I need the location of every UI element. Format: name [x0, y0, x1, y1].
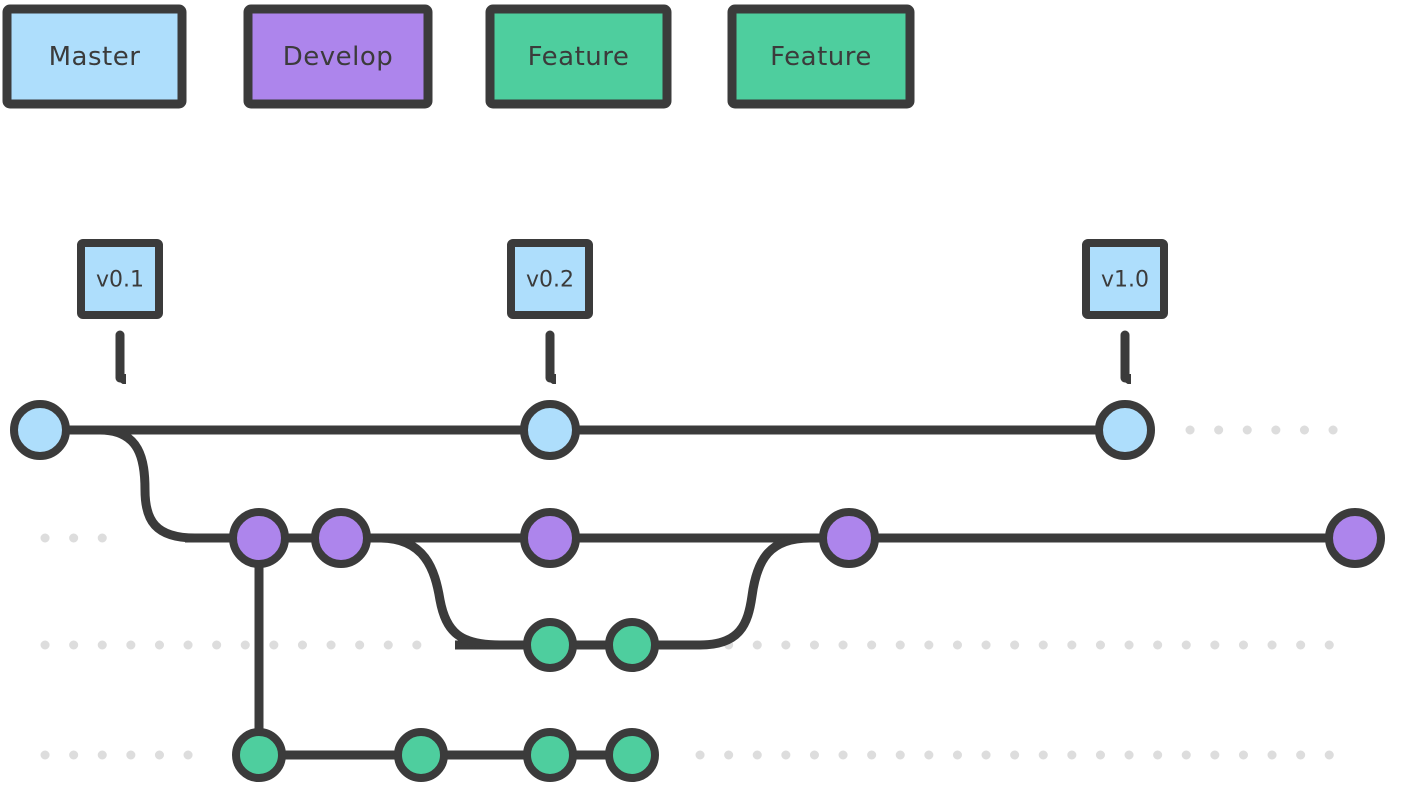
commit-node-feature-upper-2[interactable]	[605, 618, 659, 672]
commit-node-feature-lower-1[interactable]	[232, 728, 286, 782]
tag-label-v10: v1.0	[1101, 268, 1149, 293]
branch-connectors	[61, 425, 831, 737]
commit-node-feature-lower-4[interactable]	[605, 728, 659, 782]
legend-label-develop: Develop	[283, 42, 394, 72]
connector-feature-upper-to-develop	[650, 533, 831, 650]
legend-label-feature-2: Feature	[770, 42, 872, 72]
commit-node-feature-upper-1[interactable]	[523, 618, 577, 672]
legend-swatch-feature-2	[727, 4, 915, 109]
tag-box-v01	[77, 239, 163, 319]
commit-nodes	[10, 400, 1385, 782]
commit-node-feature-lower-2[interactable]	[394, 728, 448, 782]
legend-item-feature-1: Feature	[485, 4, 672, 109]
legend-swatch-develop	[243, 4, 433, 109]
version-tag-v02[interactable]: v0.2	[507, 239, 593, 378]
commit-node-feature-lower-3[interactable]	[523, 728, 577, 782]
commit-node-develop-2[interactable]	[311, 508, 371, 568]
legend-item-develop: Develop	[243, 4, 433, 109]
legend: Master Develop Feature Feature	[2, 4, 915, 109]
tag-label-v01: v0.1	[96, 268, 144, 293]
tag-box-v02	[507, 239, 593, 319]
version-tag-v01[interactable]: v0.1	[77, 239, 163, 378]
connector-develop-to-feature-upper	[375, 533, 535, 650]
branch-lines	[40, 425, 1355, 760]
legend-item-feature-2: Feature	[727, 4, 915, 109]
commit-node-develop-1[interactable]	[229, 508, 289, 568]
tag-label-v02: v0.2	[526, 268, 574, 293]
tag-box-v10	[1082, 239, 1168, 319]
commit-node-develop-4[interactable]	[819, 508, 879, 568]
version-tag-v10[interactable]: v1.0	[1082, 239, 1168, 378]
legend-label-feature-1: Feature	[528, 42, 630, 72]
commit-node-develop-3[interactable]	[520, 508, 580, 568]
version-tags: v0.1 v0.2 v1.0	[77, 239, 1168, 378]
legend-item-master: Master	[2, 4, 187, 109]
connector-master-to-develop	[61, 425, 264, 543]
legend-label-master: Master	[49, 42, 141, 72]
dotted-lanes	[40, 425, 1350, 760]
commit-node-master-1[interactable]	[10, 400, 70, 460]
legend-swatch-master	[2, 4, 187, 109]
legend-swatch-feature-1	[485, 4, 672, 109]
commit-node-master-2[interactable]	[520, 400, 580, 460]
commit-node-master-3[interactable]	[1095, 400, 1155, 460]
commit-node-develop-5[interactable]	[1325, 508, 1385, 568]
